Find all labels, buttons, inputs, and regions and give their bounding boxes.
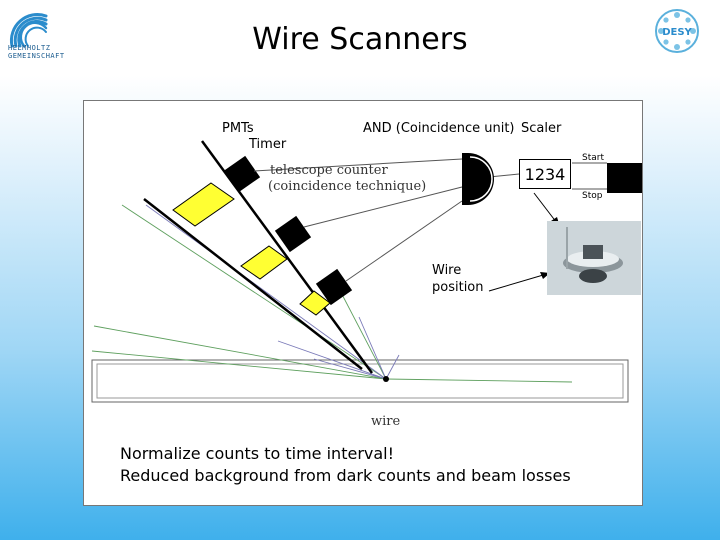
cable-and-scaler bbox=[488, 173, 520, 178]
cable-pmt1 bbox=[253, 158, 463, 172]
notes-text: Normalize counts to time interval! Reduc… bbox=[120, 443, 571, 487]
helmholtz-logo-text: HELMHOLTZ GEMEINSCHAFT bbox=[8, 44, 65, 60]
scaler-label: Scaler bbox=[521, 121, 562, 136]
and-gate-highlight bbox=[469, 156, 493, 202]
wire-scanner-photo-sketch bbox=[547, 221, 641, 295]
wire-scanner-diagram bbox=[91, 140, 642, 403]
track-blue bbox=[313, 358, 387, 380]
desy-logo: DESY bbox=[655, 9, 699, 53]
track-green bbox=[121, 204, 387, 380]
beam-pipe-inner bbox=[96, 363, 624, 399]
track-blue bbox=[358, 316, 387, 380]
track-green bbox=[91, 350, 387, 380]
helmholtz-line1: HELMHOLTZ bbox=[8, 44, 51, 52]
wire-position-label-2: position bbox=[432, 280, 484, 295]
note-line-1: Normalize counts to time interval! bbox=[120, 444, 395, 463]
telescope-arm-lower bbox=[143, 198, 363, 370]
track-blue bbox=[145, 204, 387, 380]
pmt-2 bbox=[274, 215, 312, 253]
and-gate-icon bbox=[462, 153, 494, 205]
diagram-panel: PMTs Timer AND (Coincidence unit) Scaler… bbox=[83, 100, 643, 506]
helmholtz-line2: GEMEINSCHAFT bbox=[8, 52, 65, 60]
wire-label: wire bbox=[371, 414, 401, 429]
timer-label: Timer bbox=[249, 137, 287, 152]
pmts-label: PMTs bbox=[222, 121, 254, 136]
scintillator-1 bbox=[172, 182, 235, 227]
stop-label: Stop bbox=[582, 191, 603, 201]
track-blue bbox=[385, 354, 400, 380]
pmt-3 bbox=[315, 268, 353, 306]
start-label: Start bbox=[582, 153, 604, 163]
cable-pmt2 bbox=[303, 186, 463, 228]
desy-logo-text: DESY bbox=[662, 27, 692, 38]
helmholtz-logo bbox=[9, 13, 48, 48]
wire-scanner-photo bbox=[547, 221, 641, 295]
wire-dot bbox=[383, 376, 389, 382]
note-line-2: Reduced background from dark counts and … bbox=[120, 466, 571, 485]
scaler-display: 1234 bbox=[519, 159, 571, 189]
page-title: Wire Scanners bbox=[252, 22, 468, 57]
scintillator-3 bbox=[299, 290, 331, 316]
scintillator-2 bbox=[240, 245, 288, 280]
and-label: AND (Coincidence unit) bbox=[363, 121, 515, 136]
pmt-1 bbox=[223, 155, 261, 193]
telescope-counter-label: telescope counter bbox=[270, 163, 388, 178]
blue-tracks bbox=[145, 204, 400, 380]
track-green bbox=[93, 325, 387, 380]
wire-position-label-1: Wire bbox=[432, 263, 462, 278]
timer-block bbox=[607, 163, 642, 193]
arrow-wire-position bbox=[488, 272, 551, 292]
coincidence-technique-label: (coincidence technique) bbox=[268, 179, 427, 194]
cable-pmt3 bbox=[345, 200, 463, 282]
track-blue bbox=[277, 340, 387, 380]
track-green bbox=[385, 378, 573, 383]
